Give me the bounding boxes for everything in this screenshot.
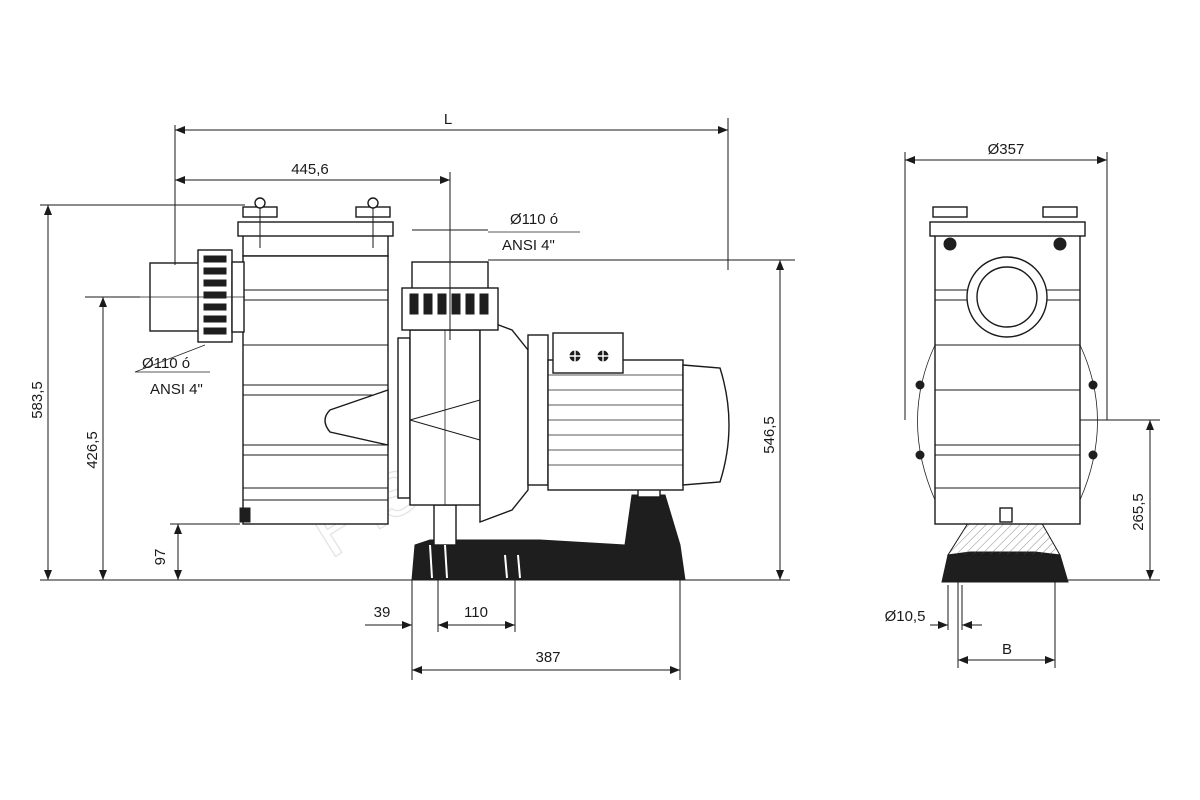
inlet-union [149,249,245,343]
dim-bolt-hole: Ø10,5 [885,608,926,625]
dim-total-height: 583,5 [29,381,46,419]
dim-base-offset: 39 [374,604,391,621]
dim-outlet-size-1: Ø110 ó [510,211,558,228]
dim-outlet-size-2: ANSI 4" [502,237,555,254]
dim-base-width: B [1002,641,1012,658]
side-view: L 445,6 Ø110 ó ANSI 4" Ø110 ó ANSI 4" 58… [29,111,795,680]
dim-foot-width: 110 [464,604,488,621]
dim-inlet-height: 426,5 [84,431,101,469]
dim-drain-height: 97 [152,549,169,566]
dim-base-length: 387 [535,649,560,666]
strainer-housing [237,197,394,525]
dim-inlet-to-outlet: 445,6 [291,161,329,178]
front-view: Ø357 265,5 Ø10,5 B [885,141,1160,668]
pump-body [397,316,529,524]
motor [527,332,730,491]
dim-outlet-height: 546,5 [761,416,778,454]
dim-inlet-size-1: Ø110 ó [142,355,190,372]
dim-axis-height: 265,5 [1130,493,1147,531]
dim-overall-length: L [444,111,452,128]
dim-inlet-size-2: ANSI 4" [150,381,203,398]
dim-front-diameter: Ø357 [988,141,1025,158]
